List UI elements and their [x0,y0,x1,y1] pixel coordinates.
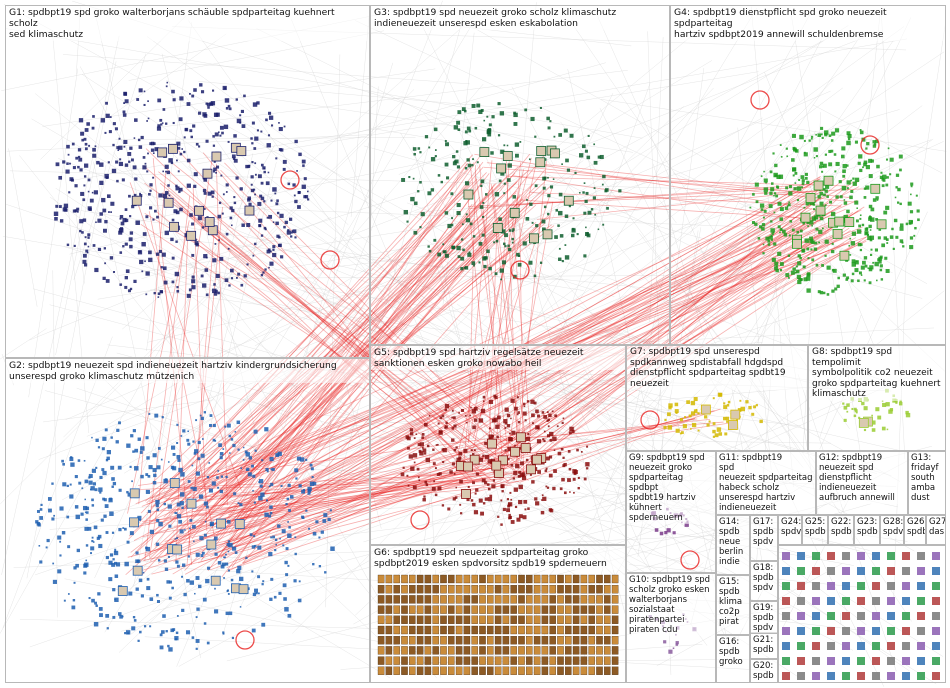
group-label-g15: G15: spdb klima co2p pirat [717,576,749,628]
group-panel-g18: G18: spdb spdv [750,561,778,601]
group-label-g21: G21: spdb [751,634,777,656]
group-label-g13: G13: fridayf south amba dust [909,452,945,504]
group-label-g2: G2: spdbpt19 neuezeit spd indieneuezeit … [6,359,369,383]
group-panel-g15: G15: spdb klima co2p pirat [716,575,750,635]
group-panel-g25: G25: spdb [802,515,828,545]
group-label-g14: G14: spdb neue berlin indie [717,516,749,568]
group-label-g10: G10: spdbpt19 spd scholz groko esken wal… [627,574,715,636]
group-panel-g26: G26: spdb [904,515,926,545]
group-label-g6: G6: spdbpt19 spd neuezeit spdparteitag g… [371,546,625,570]
group-panel-g27: G27: das [926,515,946,545]
group-panel-g5: G5: spdbpt19 spd hartziv regelsätze neue… [370,345,626,545]
group-panel-g23: G23: spdb [854,515,880,545]
group-label-g22: G22: spdb [829,516,853,538]
group-panel-g6: G6: spdbpt19 spd neuezeit spdparteitag g… [370,545,626,683]
group-panel-g1: G1: spdbpt19 spd groko walterborjans sch… [5,5,370,358]
group-label-g7: G7: spdbpt19 spd unserespd spdkannweg sp… [627,346,807,390]
group-panel-g13: G13: fridayf south amba dust [908,451,946,515]
group-panel-g11: G11: spdbpt19 spd neuezeit spdparteitag … [716,451,816,515]
group-label-g25: G25: spdb [803,516,827,538]
group-label-g17: G17: spdb spdv [751,516,777,548]
group-label-g3: G3: spdbpt19 spd neuezeit groko scholz k… [371,6,669,30]
group-label-g16: G16: spdb groko [717,636,749,668]
group-panel-g16: G16: spdb groko [716,635,750,683]
group-panel-g20: G20: spdb [750,659,778,683]
group-label-g4: G4: spdbpt19 dienstpflicht spd groko neu… [671,6,945,41]
group-label-g26: G26: spdb [905,516,925,538]
group-panel-g9: G9: spdbpt19 spd neuezeit groko spdparte… [626,451,716,573]
group-panel-g17: G17: spdb spdv [750,515,778,561]
group-label-g12: G12: spdbpt19 neuezeit spd dienstpflicht… [817,452,907,504]
group-panel-g8: G8: spdbpt19 spd tempolimit symbolpoliti… [808,345,946,451]
group-label-g9: G9: spdbpt19 spd neuezeit groko spdparte… [627,452,715,524]
group-label-g24: G24: spdv [779,516,801,538]
group-panel-g21: G21: spdb [750,633,778,659]
group-panel-g19: G19: spdb spdv [750,601,778,633]
group-label-g23: G23: spdb [855,516,879,538]
group-panel-g4: G4: spdbpt19 dienstpflicht spd groko neu… [670,5,946,345]
group-label-g18: G18: spdb spdv [751,562,777,594]
group-label-g1: G1: spdbpt19 spd groko walterborjans sch… [6,6,369,41]
group-label-g27: G27: das [927,516,945,538]
group-panel-g22: G22: spdb [828,515,854,545]
group-panel-g12: G12: spdbpt19 neuezeit spd dienstpflicht… [816,451,908,515]
group-panel-g3: G3: spdbpt19 spd neuezeit groko scholz k… [370,5,670,345]
group-label-g28: G28: spdv [881,516,903,538]
group-panel-g14: G14: spdb neue berlin indie [716,515,750,575]
group-label-g20: G20: spdb [751,660,777,682]
group-panel-g24: G24: spdv [778,515,802,545]
group-label-g8: G8: spdbpt19 spd tempolimit symbolpoliti… [809,346,945,401]
group-label-g5: G5: spdbpt19 spd hartziv regelsätze neue… [371,346,625,370]
group-label-g19: G19: spdb spdv [751,602,777,634]
group-panel-g10: G10: spdbpt19 spd scholz groko esken wal… [626,573,716,683]
small-groups-grid [778,545,946,683]
group-panel-g2: G2: spdbpt19 neuezeit spd indieneuezeit … [5,358,370,683]
group-panel-g7: G7: spdbpt19 spd unserespd spdkannweg sp… [626,345,808,451]
group-label-g11: G11: spdbpt19 spd neuezeit spdparteitag … [717,452,815,514]
group-panel-g28: G28: spdv [880,515,904,545]
